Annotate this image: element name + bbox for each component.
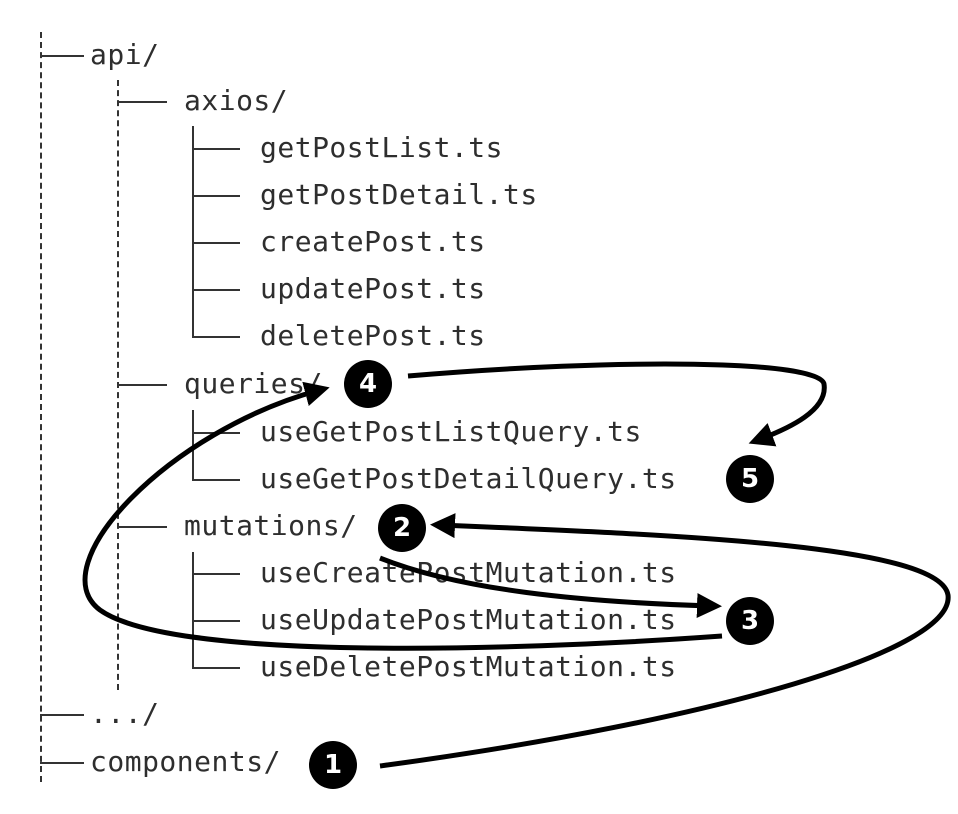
file-use-update-post-mutation: useUpdatePostMutation.ts xyxy=(260,603,677,636)
step-badge-4: 4 xyxy=(344,360,392,408)
root-guide-line xyxy=(40,32,42,782)
branch-axios-2 xyxy=(192,242,240,244)
branch-queries-1 xyxy=(192,479,240,481)
branch-mutations-1 xyxy=(192,620,240,622)
file-delete-post: deletePost.ts xyxy=(260,319,486,352)
folder-api: api/ xyxy=(90,38,160,71)
queries-guide-line xyxy=(192,410,194,480)
file-use-get-post-detail-query: useGetPostDetailQuery.ts xyxy=(260,462,677,495)
branch-axios-4 xyxy=(192,336,240,338)
folder-components: components/ xyxy=(90,745,281,778)
branch-ellipsis xyxy=(40,714,84,716)
file-update-post: updatePost.ts xyxy=(260,272,486,305)
file-use-delete-post-mutation: useDeletePostMutation.ts xyxy=(260,650,677,683)
mutations-guide-line xyxy=(192,552,194,668)
branch-axios-1 xyxy=(192,195,240,197)
file-use-get-post-list-query: useGetPostListQuery.ts xyxy=(260,415,642,448)
branch-mutations-0 xyxy=(192,573,240,575)
folder-queries: queries/ xyxy=(184,367,323,400)
folder-axios: axios/ xyxy=(184,84,289,117)
folder-mutations: mutations/ xyxy=(184,509,358,542)
step-badge-2: 2 xyxy=(378,504,426,552)
branch-mutations-2 xyxy=(192,667,240,669)
branch-axios-0 xyxy=(192,148,240,150)
step-badge-3: 3 xyxy=(726,597,774,645)
file-use-create-post-mutation: useCreatePostMutation.ts xyxy=(260,556,677,589)
branch-axios xyxy=(117,101,167,103)
step-badge-1: 1 xyxy=(309,741,357,789)
axios-guide-line xyxy=(192,126,194,336)
folder-ellipsis: .../ xyxy=(90,697,160,730)
branch-queries xyxy=(117,384,167,386)
file-get-post-detail: getPostDetail.ts xyxy=(260,178,538,211)
file-get-post-list: getPostList.ts xyxy=(260,131,504,164)
branch-api xyxy=(40,55,84,57)
branch-axios-3 xyxy=(192,289,240,291)
branch-components xyxy=(40,762,84,764)
branch-queries-0 xyxy=(192,432,240,434)
step-badge-5: 5 xyxy=(726,455,774,503)
file-create-post: createPost.ts xyxy=(260,225,486,258)
branch-mutations xyxy=(117,526,167,528)
